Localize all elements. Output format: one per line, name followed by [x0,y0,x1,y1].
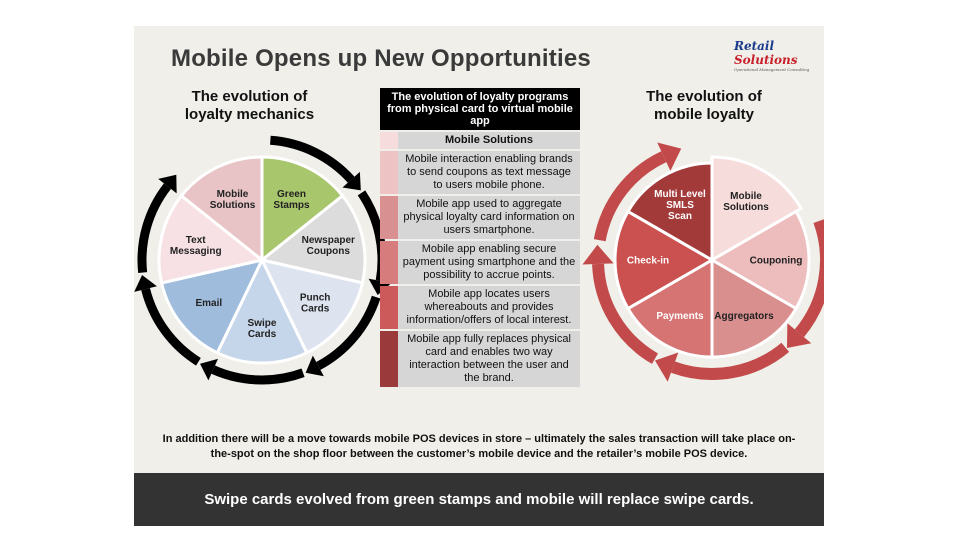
left-heading-line-2: loyalty mechanics [184,106,315,123]
evolution-table: The evolution of loyalty programs from p… [380,88,580,387]
pie-segment-label: Stamps [273,200,310,211]
pie-segment-label: Check-in [627,256,669,267]
row-text: Mobile Solutions [398,132,580,149]
right-heading-line-1: The evolution of [646,88,762,105]
row-color-swatch [380,331,398,387]
pie-segment-label: Scan [668,211,692,222]
pie-segment-label: Mobile [217,189,249,200]
pie-segment-label: Aggregators [714,311,774,322]
pie-segment-label: Cards [301,303,330,314]
pie-segment [613,209,715,311]
evolution-table-header: The evolution of loyalty programs from p… [380,88,580,130]
pie-segment-label: Payments [656,311,704,322]
pie-segment [157,193,266,285]
pie-segment-label: Mobile [730,191,762,202]
pie-segment-label: Text [186,235,206,246]
cycle-arrow [137,183,172,274]
pie-segment [259,257,365,355]
cycle-arrowhead [200,358,218,381]
logo-word-retail: Retail [734,39,775,53]
row-text: Mobile app used to aggregate physical lo… [398,196,580,239]
row-color-swatch [380,286,398,329]
left-heading-line-1: The evolution of [191,88,308,105]
pie-segment [215,256,309,365]
pie-segment [159,257,265,355]
row-color-swatch [380,241,398,284]
row-text: Mobile interaction enabling brands to se… [398,151,580,194]
row-text: Mobile app fully replaces physical card … [398,331,580,387]
cycle-arrowhead [134,275,157,292]
pie-segment [709,209,811,311]
pie-segment [625,161,714,263]
pie-segment-label: Punch [300,292,331,303]
pie-segment-label: Green [277,189,306,200]
row-color-swatch [380,196,398,239]
pie-segment [179,155,264,264]
cycle-arrowhead [158,174,177,194]
pie-segment [710,257,799,359]
pie-segment [710,155,804,263]
cycle-arrow [269,135,355,183]
summary-banner: Swipe cards evolved from green stamps an… [134,473,824,526]
cycle-arrow [670,342,790,380]
footnote: In addition there will be a move towards… [162,433,796,460]
right-diagram-heading: The evolution of mobile loyalty [609,88,799,124]
evolution-table-row: Mobile app fully replaces physical card … [380,331,580,387]
evolution-table-row: Mobile app locates users whereabouts and… [380,286,580,329]
slide-title: Mobile Opens up New Opportunities [171,45,591,72]
pie-segment-label: Couponing [750,256,803,267]
cycle-arrow [316,295,381,370]
evolution-table-row: Mobile interaction enabling brands to se… [380,151,580,194]
pie-segment [625,257,714,359]
cycle-arrowhead [654,352,679,382]
pie-segment-label: Solutions [723,202,769,213]
pie-segment [260,155,345,264]
cycle-arrowhead [786,323,812,348]
cycle-arrow [141,287,201,366]
pie-segment-label: SMLS [666,200,694,211]
cycle-arrow [592,263,659,364]
pie-segment-label: Cards [248,329,277,340]
retail-solutions-logo: Retail Solutions Operational Management … [734,39,824,72]
cycle-arrow [593,151,667,242]
pie-segment-label: Newspaper [302,235,355,246]
right-heading-line-2: mobile loyalty [653,106,755,123]
cycle-arrow [211,365,305,385]
pie-segment-label: Multi Level [654,189,706,200]
cycle-arrowhead [305,355,324,377]
pie-segment [258,193,367,285]
logo-tagline: Operational Management Consulting [734,67,810,72]
loyalty-mechanics-pie: GreenStampsNewspaperCouponsPunchCardsSwi… [134,135,392,385]
row-text: Mobile app enabling secure payment using… [398,241,580,284]
evolution-table-row: Mobile app used to aggregate physical lo… [380,196,580,239]
slide: Mobile Opens up New Opportunities Retail… [134,26,824,526]
left-diagram-heading: The evolution of loyalty mechanics [152,88,347,124]
pie-segment-label: Swipe [248,318,277,329]
evolution-table-row: Mobile app enabling secure payment using… [380,241,580,284]
cycle-arrowhead [582,244,614,265]
pie-segment-label: Solutions [210,200,256,211]
row-color-swatch [380,132,398,149]
cycle-arrow [794,219,824,338]
pie-segment-label: Email [196,298,223,309]
logo-word-solutions: Solutions [734,53,798,67]
cycle-arrowhead [657,142,682,171]
row-color-swatch [380,151,398,194]
row-text: Mobile app locates users whereabouts and… [398,286,580,329]
cycle-arrowhead [342,171,361,191]
pie-segment-label: Messaging [170,246,222,257]
evolution-table-row: Mobile Solutions [380,132,580,149]
pie-segment-label: Coupons [307,246,351,257]
